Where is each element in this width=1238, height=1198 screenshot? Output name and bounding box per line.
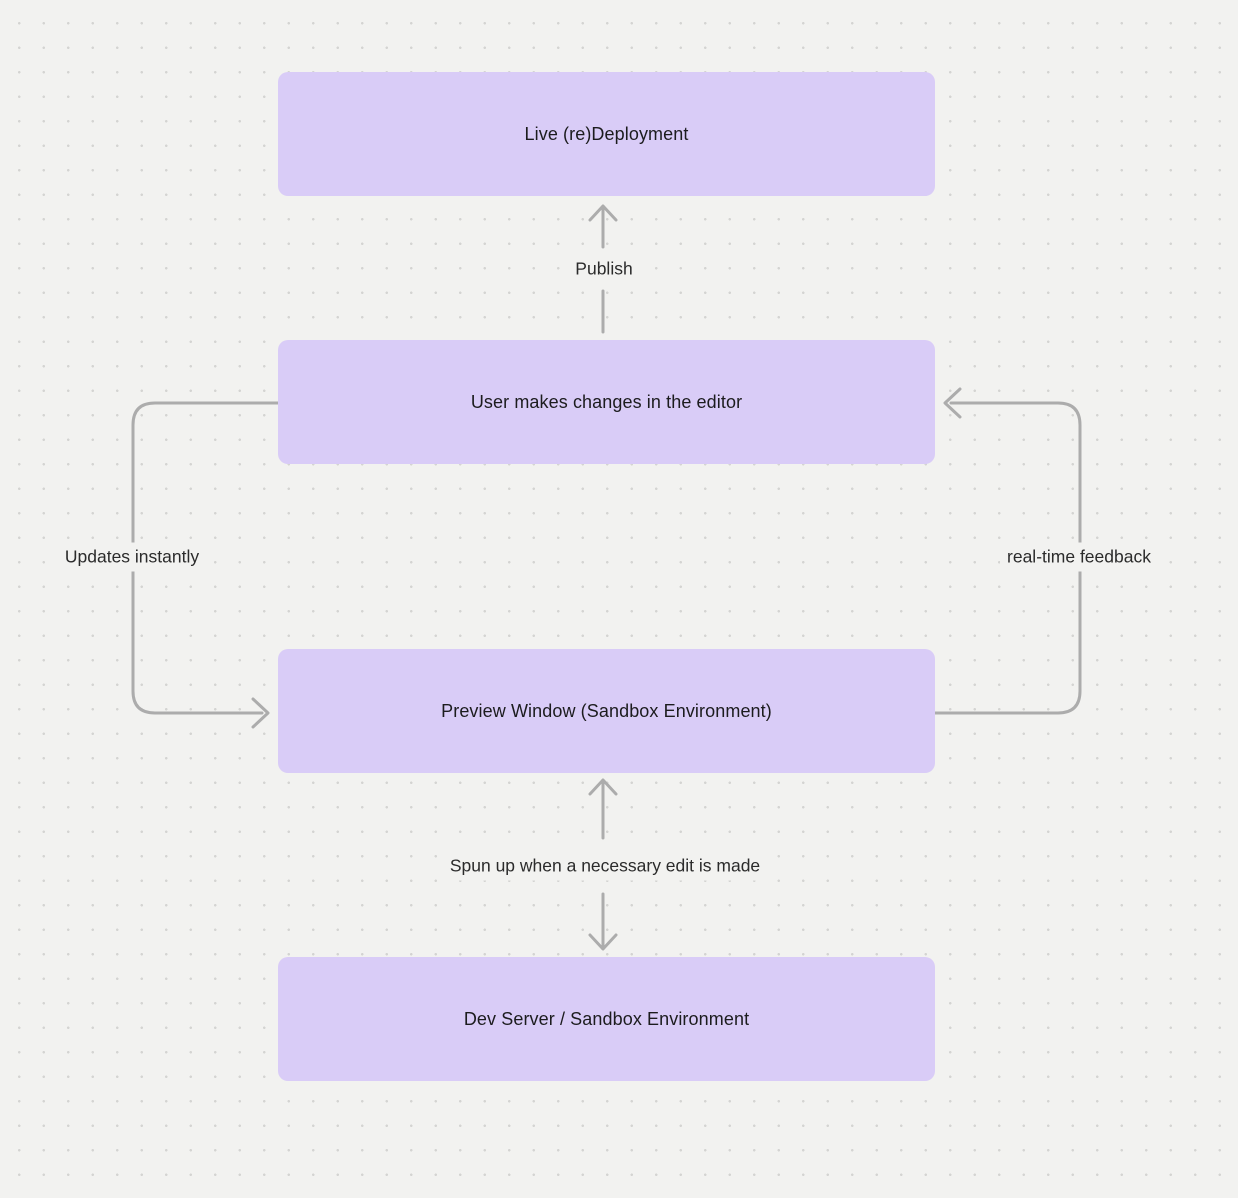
arrowhead-up-icon — [588, 204, 618, 222]
node-dev-server-label: Dev Server / Sandbox Environment — [463, 1008, 750, 1029]
node-live-deployment-label: Live (re)Deployment — [524, 123, 689, 144]
node-editor-changes-label: User makes changes in the editor — [470, 391, 743, 412]
edge-label-publish: Publish — [568, 254, 640, 284]
edge-label-spun-up: Spun up when a necessary edit is made — [442, 851, 768, 881]
arrowhead-right-icon — [251, 697, 270, 729]
node-preview-window-label: Preview Window (Sandbox Environment) — [441, 700, 772, 721]
arrowhead-up-icon — [588, 778, 618, 796]
arrowhead-down-icon — [588, 933, 618, 951]
node-editor-changes: User makes changes in the editor — [278, 340, 935, 464]
node-live-deployment: Live (re)Deployment — [278, 72, 935, 196]
arrowhead-left-icon — [943, 387, 962, 419]
node-preview-window: Preview Window (Sandbox Environment) — [278, 649, 935, 773]
node-dev-server: Dev Server / Sandbox Environment — [278, 957, 935, 1081]
edge-label-real-time-feedback: real-time feedback — [1000, 542, 1158, 572]
edge-label-updates-instantly: Updates instantly — [57, 542, 207, 572]
